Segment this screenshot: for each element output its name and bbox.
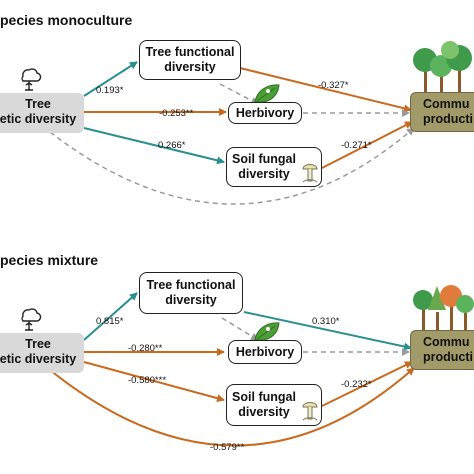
mixed-forest-icon: [413, 285, 474, 330]
node-label: Commu: [423, 97, 470, 111]
soil-fungal-diversity-node: Soil fungal diversity: [226, 147, 322, 187]
tree-phylogenetic-diversity-node: Tree etic diversity: [0, 333, 84, 373]
coef-tree-herbivory: -0.253**: [159, 108, 194, 119]
leaf-icon: [254, 322, 280, 341]
node-label: Tree functional: [145, 45, 235, 59]
arrow-fungal-to-community: [321, 361, 413, 407]
node-label: etic diversity: [0, 352, 77, 366]
tree-functional-diversity-node: Tree functional diversity: [139, 272, 243, 314]
fungus-icon: [302, 164, 318, 183]
coef-fungal-community: -0.232*: [341, 379, 372, 390]
arrow-tree-to-functional: [83, 292, 138, 341]
coef-tree-community: -0.579**: [210, 442, 245, 453]
node-label: diversity: [165, 293, 217, 307]
node-label: Herbivory: [235, 106, 295, 120]
panel-title: pecies mixture: [0, 252, 99, 268]
node-label: producti: [423, 112, 473, 126]
node-label: diversity: [238, 167, 290, 181]
arrow-functional-to-community: [239, 67, 412, 113]
arrow-functional-to-community: [243, 311, 412, 351]
coef-functional-community: 0.310*: [312, 316, 340, 327]
arrow-tree-to-functional: [83, 61, 138, 97]
node-label: Soil fungal: [232, 390, 296, 404]
coef-functional-community: -0.327*: [318, 80, 349, 91]
tree-functional-diversity-node: Tree functional diversity: [139, 40, 241, 80]
node-label: producti: [423, 350, 473, 364]
arrow-tree-to-fungal: [83, 361, 225, 403]
node-label: Tree: [25, 97, 51, 111]
tree-phylogeny-icon: [21, 68, 42, 91]
arrow-functional-to-herbivory: [221, 317, 259, 341]
herbivory-node: Herbivory: [228, 102, 302, 124]
coef-tree-functional: 0.193*: [96, 85, 124, 96]
arrow-tree-to-community: [49, 127, 415, 205]
fungus-icon: [302, 402, 318, 421]
coef-tree-fungal: 0.266*: [158, 140, 186, 151]
panel-title: pecies monoculture: [0, 12, 133, 28]
arrow-functional-to-herbivory: [219, 83, 259, 105]
node-label: diversity: [164, 60, 216, 74]
coef-tree-fungal: -0.580***: [128, 375, 167, 386]
herbivory-node: Herbivory: [228, 340, 302, 364]
node-label: Herbivory: [235, 345, 295, 359]
node-label: Soil fungal: [232, 152, 296, 166]
coef-tree-functional: 0.815*: [96, 316, 124, 327]
coef-tree-herbivory: -0.280**: [128, 343, 163, 354]
tree-phylogeny-icon: [21, 308, 42, 331]
forest-icon: [413, 41, 472, 92]
node-label: Tree functional: [146, 278, 236, 292]
node-label: Commu: [423, 335, 470, 349]
node-label: diversity: [238, 405, 290, 419]
arrow-tree-to-community: [49, 367, 415, 447]
leaf-icon: [254, 84, 280, 103]
node-label: Tree: [25, 337, 51, 351]
node-label: etic diversity: [0, 112, 77, 126]
tree-phylogenetic-diversity-node: Tree etic diversity: [0, 93, 84, 133]
arrow-fungal-to-community: [321, 121, 413, 169]
coef-fungal-community: -0.271*: [341, 140, 372, 151]
community-productivity-node: Commu producti: [410, 92, 474, 132]
community-productivity-node: Commu producti: [410, 330, 474, 370]
arrow-tree-to-fungal: [83, 127, 225, 165]
